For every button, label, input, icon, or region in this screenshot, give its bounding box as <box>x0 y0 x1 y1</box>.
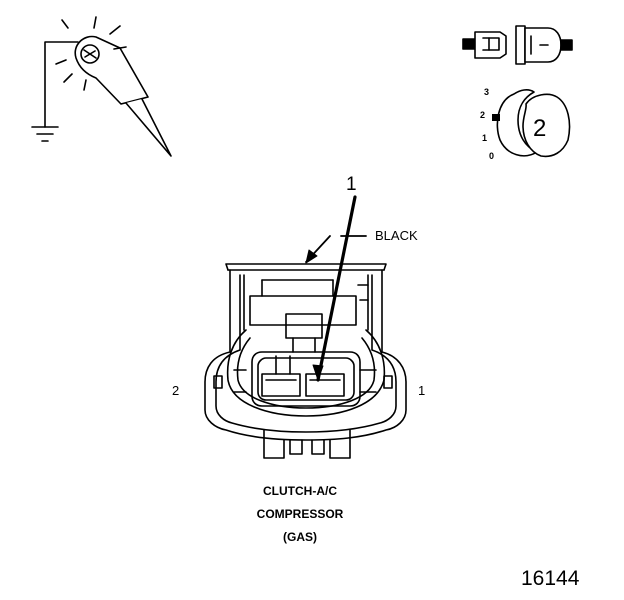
dial-scale-3: 3 <box>484 87 490 97</box>
dial-scale-0: 0 <box>489 151 495 161</box>
black-wire-leader <box>305 235 367 264</box>
pin-label-left: 2 <box>172 383 180 398</box>
dial-selected-value: 2 <box>533 115 547 142</box>
test-probe-icon <box>31 16 172 157</box>
wire-color-label: BLACK <box>375 228 418 243</box>
callout-number: 1 <box>346 174 357 195</box>
pin-label-right: 1 <box>418 383 426 398</box>
connector-body <box>204 263 407 459</box>
caption-line-2: COMPRESSOR <box>256 507 344 521</box>
figure-number: 16144 <box>521 567 580 590</box>
caption-line-1: CLUTCH-A/C <box>263 484 337 498</box>
dial-scale-1: 1 <box>482 133 488 143</box>
caption-line-3: (GAS) <box>283 530 317 544</box>
selector-dial-icon <box>492 89 571 158</box>
ground-symbol-icon <box>31 126 59 142</box>
dial-scale-2: 2 <box>480 110 486 120</box>
callout-leader <box>312 195 357 382</box>
connector-plug-icon <box>462 25 573 65</box>
